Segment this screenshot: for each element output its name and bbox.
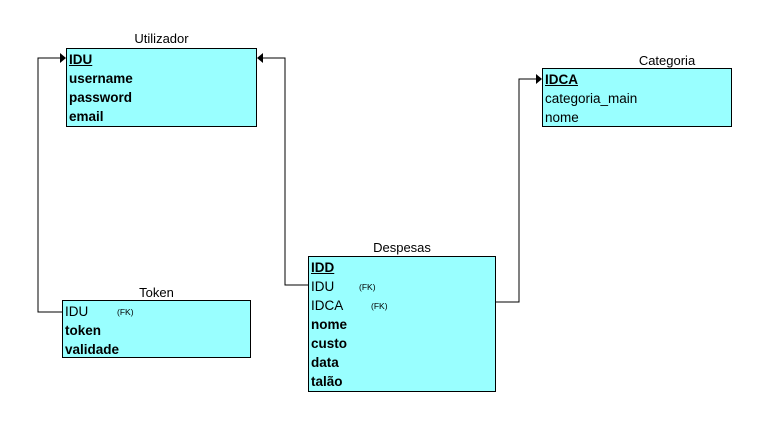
field-row: data xyxy=(311,353,495,372)
table-token[interactable]: Token IDU (FK) token validade xyxy=(62,285,251,358)
field-row: IDU (FK) xyxy=(65,302,250,321)
field-name: token xyxy=(65,323,102,338)
field-row: talão xyxy=(311,372,495,391)
field-row: validade xyxy=(65,340,250,359)
table-categoria[interactable]: Categoria IDCA categoria_main nome xyxy=(542,53,732,127)
connector-despesas-categoria xyxy=(496,78,536,303)
field-row: password xyxy=(69,88,256,107)
field-name: categoria_main xyxy=(545,91,638,106)
table-title: Utilizador xyxy=(134,31,189,46)
field-name: IDU xyxy=(65,304,89,319)
field-name: IDU xyxy=(69,52,93,67)
field-row: nome xyxy=(311,315,495,334)
arrowhead-categoria xyxy=(536,74,542,84)
field-name: IDD xyxy=(311,260,335,275)
field-row: IDU xyxy=(69,50,256,69)
table-title: Categoria xyxy=(638,53,696,68)
field-row: IDCA (FK) xyxy=(311,296,495,315)
arrowhead-utilizador-left xyxy=(60,53,66,63)
table-despesas[interactable]: Despesas IDD IDU (FK) IDCA (FK) nome custo… xyxy=(308,240,496,392)
fk-marker: (FK) xyxy=(359,282,376,292)
field-name: IDCA xyxy=(545,72,578,87)
field-row: email xyxy=(69,107,256,126)
field-name: nome xyxy=(311,317,348,332)
arrowhead-utilizador-right xyxy=(257,53,263,63)
table-fields-box: IDCA categoria_main nome xyxy=(542,68,732,127)
field-row: IDCA xyxy=(545,70,731,89)
field-name: email xyxy=(69,109,104,124)
field-row: custo xyxy=(311,334,495,353)
table-fields-box: IDU (FK) token validade xyxy=(62,300,251,358)
field-name: password xyxy=(69,90,133,105)
field-name: nome xyxy=(545,110,579,125)
table-fields-box: IDU username password email xyxy=(66,48,257,127)
field-row: nome xyxy=(545,108,731,127)
field-row: IDD xyxy=(311,258,495,277)
field-row: token xyxy=(65,321,250,340)
table-fields-box: IDD IDU (FK) IDCA (FK) nome custo data tal… xyxy=(308,256,496,392)
table-utilizador[interactable]: Utilizador IDU username password email xyxy=(66,31,257,127)
field-row: IDU (FK) xyxy=(311,277,495,296)
fk-marker: (FK) xyxy=(117,307,134,317)
field-name: IDU xyxy=(311,279,335,294)
field-row: username xyxy=(69,69,256,88)
fk-marker: (FK) xyxy=(371,301,388,311)
connector-token-utilizador xyxy=(37,57,62,313)
connector-despesas-utilizador xyxy=(263,57,308,286)
table-title: Token xyxy=(139,285,174,300)
table-title: Despesas xyxy=(373,240,431,255)
field-name: talão xyxy=(311,374,343,389)
field-name: data xyxy=(311,355,339,370)
field-name: custo xyxy=(311,336,348,351)
field-name: IDCA xyxy=(311,298,344,313)
field-name: validade xyxy=(65,342,120,357)
field-name: username xyxy=(69,71,133,86)
field-row: categoria_main xyxy=(545,89,731,108)
